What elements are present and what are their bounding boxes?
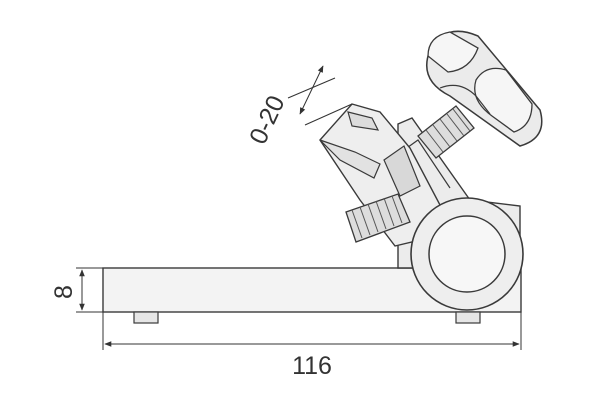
opening-label: 0-20	[244, 91, 291, 148]
height-label: 8	[50, 285, 78, 299]
right-foot	[455, 311, 481, 324]
left-foot	[133, 311, 159, 324]
length-dimension: 116	[102, 312, 522, 380]
lower-screw	[345, 193, 411, 243]
pivot-disc	[410, 197, 524, 311]
upper-screw	[417, 105, 475, 159]
length-label: 116	[292, 352, 332, 380]
star-knob[interactable]	[426, 30, 543, 147]
height-dimension: 8	[50, 267, 103, 313]
